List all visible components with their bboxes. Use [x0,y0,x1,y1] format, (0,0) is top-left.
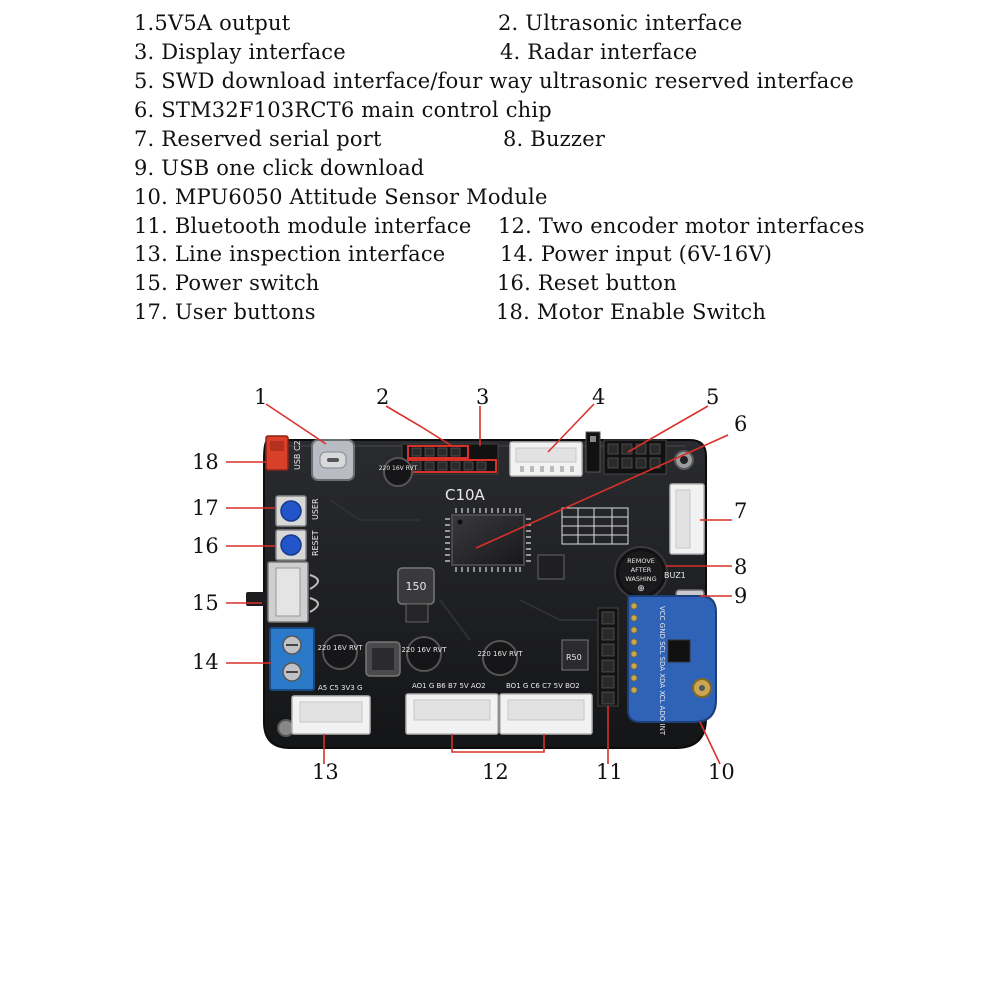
capacitor-3: 220 16V RVT [477,640,523,676]
callout-17: 17 [192,496,219,520]
board-name-silk: C10A [445,486,486,504]
pin-table-silk [561,507,629,545]
buzzer-label-mid: AFTER [631,566,652,574]
power-terminal-block[interactable] [269,627,315,691]
callout-3: 3 [476,385,489,409]
buzzer-label-bot: WASHING [625,575,656,583]
legend-item-17: 17. User buttons [134,300,316,324]
capacitor-4: 220 16V RVT [379,457,418,487]
callout-4: 4 [592,385,605,409]
legend-item-4: 4. Radar interface [500,40,698,64]
callout-7: 7 [734,499,747,523]
mpu6050-module: VCC GND SCL SDA XDA XCL ADO INT [627,595,717,736]
callout-13: 13 [312,760,339,784]
callout-12: 12 [482,760,509,784]
reset-button[interactable] [275,529,307,561]
motor-enable-switch[interactable] [265,435,289,471]
capacitor-1: 220 16V RVT [317,634,363,670]
legend-item-3: 3. Display interface [134,40,346,64]
mpu-pin-labels: VCC GND SCL SDA XDA XCL ADO INT [658,606,666,736]
legend-item-1: 1.5V5A output [134,11,291,35]
callout-15: 15 [192,591,219,615]
cap1-silk: 220 16V RVT [317,644,363,652]
line-inspection-connector[interactable] [291,695,371,735]
usb-silk-label: USB C2 [293,440,302,470]
cap3-silk: 220 16V RVT [477,650,523,658]
bluetooth-header[interactable] [597,607,619,707]
callout-5: 5 [706,385,719,409]
swd-header[interactable] [585,431,667,475]
cn7-silk: A5 C5 3V3 G [318,684,362,692]
legend-item-14: 14. Power input (6V-16V) [500,242,773,266]
callout-1: 1 [254,385,267,409]
legend-item-8: 8. Buzzer [503,127,606,151]
callout-16: 16 [192,534,219,558]
callout-11: 11 [596,760,623,784]
capacitor-2: 220 16V RVT [401,636,447,672]
cn-right-silk: BO1 G C6 C7 5V BO2 [506,682,580,690]
cap2-silk: 220 16V RVT [401,646,447,654]
reset-silk: RESET [311,530,320,556]
callout-14: 14 [192,650,219,674]
resistor-r50: R50 [561,639,589,671]
user-button[interactable] [275,495,307,527]
inductor-lower [365,641,401,677]
buzzer-ref-silk: BUZ1 [664,571,686,580]
r50-silk: R50 [566,653,582,662]
legend-item-5: 5. SWD download interface/four way ultra… [134,69,855,93]
cap4-silk: 220 16V RVT [379,465,418,472]
callout-10: 10 [708,760,735,784]
ultrasonic-display-header[interactable] [401,443,499,475]
legend-item-16: 16. Reset button [497,271,677,295]
legend-item-6: 6. STM32F103RCT6 main control chip [134,98,552,122]
legend-item-2: 2. Ultrasonic interface [498,11,743,35]
usb-c-output-connector[interactable] [311,439,355,481]
legend-item-13: 13. Line inspection interface [134,242,446,266]
legend-item-18: 18. Motor Enable Switch [496,300,767,324]
encoder-motor-connector-a[interactable] [405,693,499,735]
legend-item-11: 11. Bluetooth module interface [134,214,472,238]
inductor-silk: 150 [406,580,427,593]
legend-item-10: 10. MPU6050 Attitude Sensor Module [134,185,548,209]
power-switch[interactable] [246,561,319,623]
legend-item-15: 15. Power switch [134,271,320,295]
legend-item-7: 7. Reserved serial port [134,127,382,151]
radar-connector[interactable] [509,441,583,477]
user-silk: USER [311,498,320,520]
cn3-silk: AO1 G B6 B7 5V AO2 [412,682,486,690]
callout-9: 9 [734,584,747,608]
callout-6: 6 [734,412,747,436]
legend-item-12: 12. Two encoder motor interfaces [498,214,865,238]
callout-18: 18 [192,450,219,474]
stm32-main-chip [445,508,531,572]
callout-2: 2 [376,385,389,409]
buzzer-plus-icon: ⊕ [637,584,645,594]
reserved-serial-connector[interactable] [669,483,705,555]
encoder-motor-connector-b[interactable] [499,693,593,735]
buzzer-label-top: REMOVE [627,557,655,565]
callout-numbers: 1 2 3 4 5 6 7 8 9 10 11 12 13 14 15 16 1… [192,385,747,784]
inductor-small [405,603,429,623]
inductor-150: 150 [397,567,435,605]
buzzer: REMOVE AFTER WASHING ⊕ [614,546,668,600]
callout-8: 8 [734,555,747,579]
legend-item-9: 9. USB one click download [134,156,425,180]
secondary-chip [537,554,565,580]
leader-lines [226,403,732,765]
